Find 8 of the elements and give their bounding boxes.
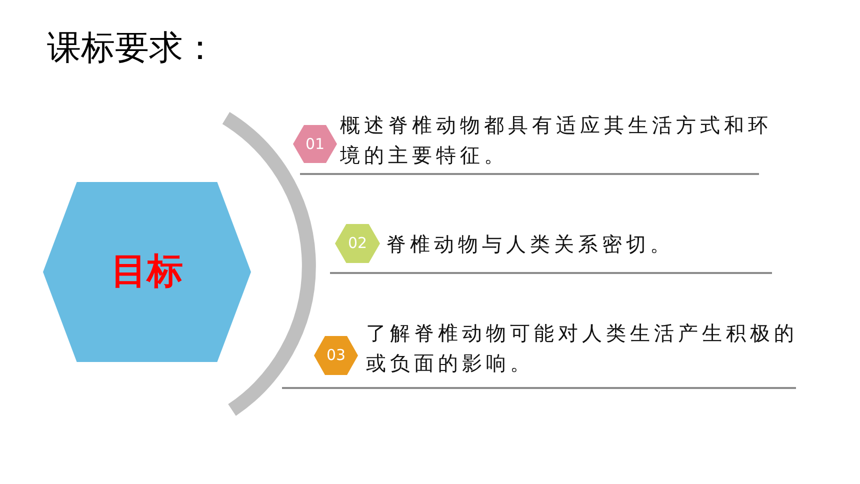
number-badge: 01: [293, 125, 337, 163]
statement-text: 脊椎动物与人类关系密切。: [386, 231, 675, 258]
statement-text: 概述脊椎动物都具有适应其生活方式和环境的主要特征。: [340, 112, 773, 169]
number-badge: 02: [335, 224, 380, 263]
goal-hexagon: 目标: [43, 182, 251, 362]
slide-title: 课标要求：: [47, 27, 217, 70]
statement-text: 了解脊椎动物可能对人类生活产生积极的或负面的影响。: [366, 320, 799, 377]
number-badge: 03: [314, 336, 358, 375]
